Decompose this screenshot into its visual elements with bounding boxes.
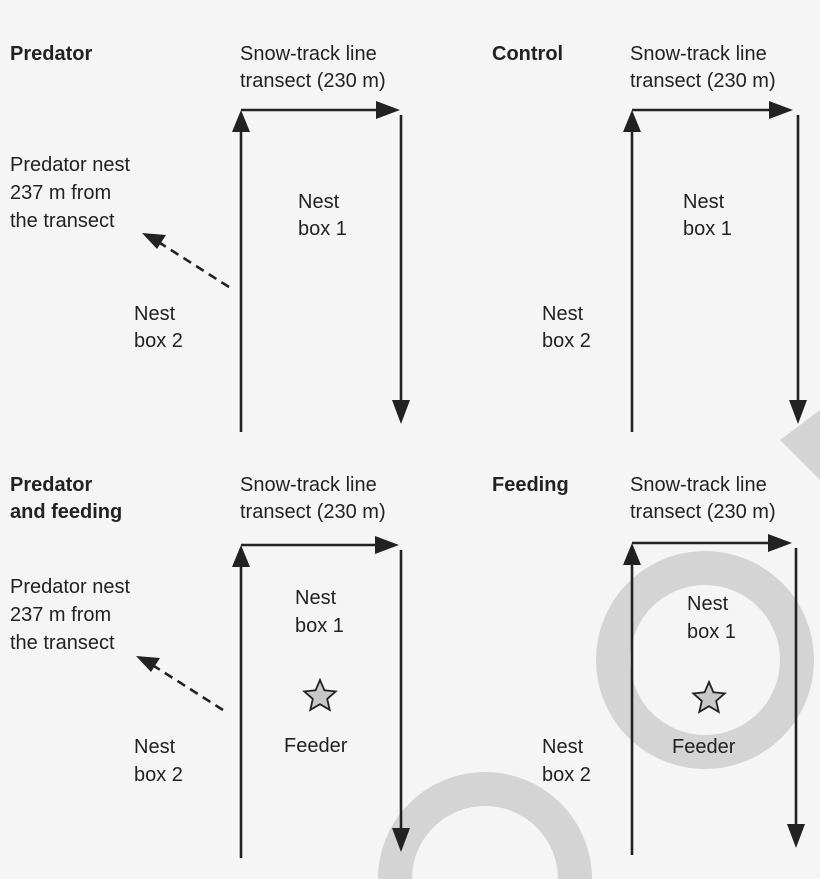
transect-path [623,101,807,432]
nest-box-1-label: Nest box 1 [295,587,344,637]
predator-direction-arrow [136,656,224,712]
feeder-label: Feeder [672,736,736,758]
transect-label: Snow-track line transect (230 m) [630,43,776,92]
panel-title: Control [492,43,563,65]
nest-box-1-label: Nest box 1 [298,191,347,240]
nest-box-2-label: Nest box 2 [542,736,591,786]
transect-label: Snow-track line transect (230 m) [630,474,776,523]
panel-title: Predator and feeding [10,474,122,523]
transect-path [232,536,410,858]
feeder-label: Feeder [284,735,348,757]
panel-control: Control Snow-track line transect (230 m)… [492,43,807,432]
predator-nest-label: Predator nest 237 m from the transect [10,576,136,654]
transect-path [623,534,805,855]
panel-title: Predator [10,43,92,65]
star-icon [302,677,338,712]
predator-nest-label: Predator nest 237 m from the transect [10,154,136,232]
panel-predator-feeding: Predator and feeding Snow-track line tra… [10,474,410,858]
panel-title: Feeding [492,474,569,496]
nest-box-2-label: Nest box 2 [134,303,183,352]
nest-box-2-label: Nest box 2 [542,303,591,352]
star-icon [691,679,727,714]
transect-path [232,101,410,432]
nest-box-1-label: Nest box 1 [683,191,732,240]
panel-predator: Predator Snow-track line transect (230 m… [10,43,410,432]
nest-box-2-label: Nest box 2 [134,736,183,786]
predator-direction-arrow [142,233,230,289]
transect-label: Snow-track line transect (230 m) [240,43,386,92]
panel-feeding: Feeding Snow-track line transect (230 m)… [492,474,805,855]
nest-box-1-label: Nest box 1 [687,593,736,643]
transect-label: Snow-track line transect (230 m) [240,474,386,523]
